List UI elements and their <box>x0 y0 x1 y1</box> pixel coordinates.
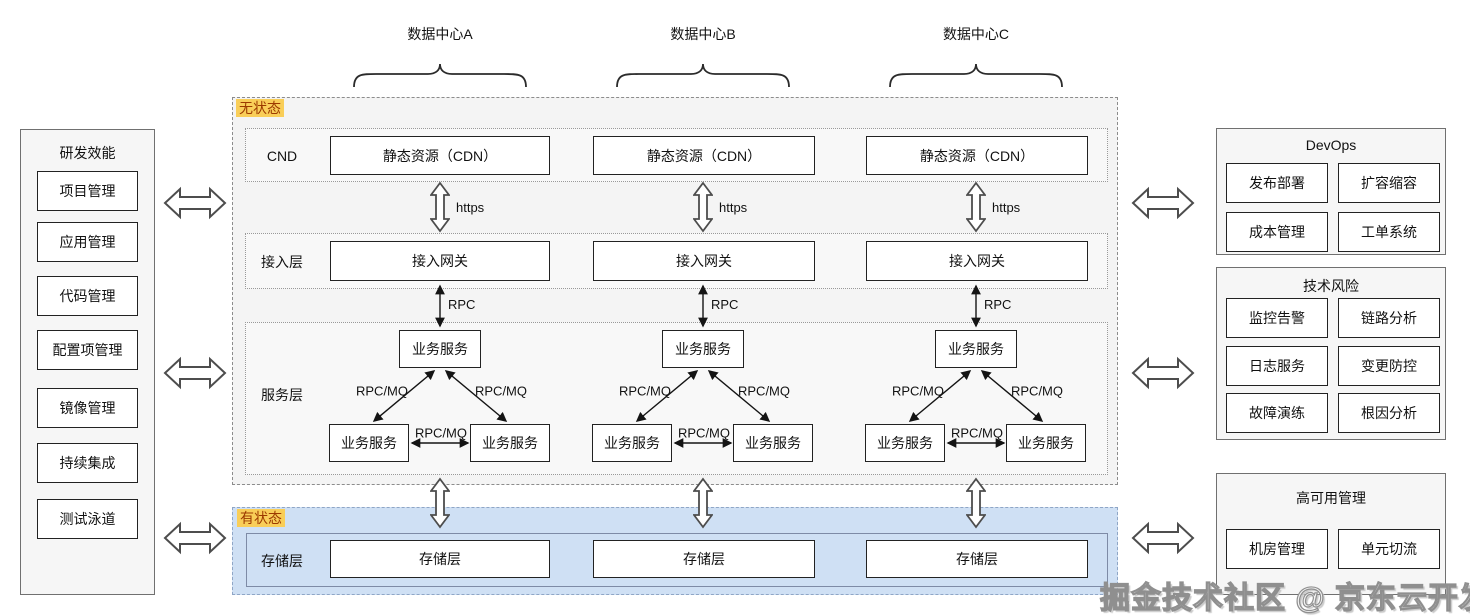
devops-item-cost: 成本管理 <box>1226 212 1328 252</box>
service-box-b-left: 业务服务 <box>592 424 672 462</box>
brace-datacenter-b <box>616 63 790 88</box>
storage-box-a: 存储层 <box>330 540 550 578</box>
https-label-b: https <box>719 200 748 215</box>
rpcmq-label-c-left: RPC/MQ <box>892 383 944 399</box>
cdn-row-label: CND <box>266 148 298 164</box>
ha-item-unit-switch: 单元切流 <box>1338 529 1440 569</box>
service-box-a-top: 业务服务 <box>399 330 481 368</box>
rpc-label-c: RPC <box>984 297 1012 312</box>
tech-risk-title: 技术风险 <box>1303 278 1359 294</box>
storage-box-b: 存储层 <box>593 540 815 578</box>
ha-item-idc: 机房管理 <box>1226 529 1328 569</box>
risk-item-trace: 链路分析 <box>1338 298 1440 338</box>
rpcmq-label-c-mid: RPC/MQ <box>951 425 1003 441</box>
rpcmq-label-b-mid: RPC/MQ <box>678 425 730 441</box>
right-link-arrow-icon-2 <box>1132 358 1194 388</box>
rpc-label-a: RPC <box>448 297 476 312</box>
rpcmq-label-a-left: RPC/MQ <box>356 383 408 399</box>
ha-title: 高可用管理 <box>1296 490 1366 506</box>
storage-box-c: 存储层 <box>866 540 1088 578</box>
rpcmq-label-a-mid: RPC/MQ <box>415 425 467 441</box>
brace-datacenter-a <box>353 63 527 88</box>
stateful-tag: 有状态 <box>237 509 285 527</box>
devops-item-scale: 扩容缩容 <box>1338 163 1440 203</box>
risk-item-change: 变更防控 <box>1338 346 1440 386</box>
left-link-arrow-icon-2 <box>164 358 226 388</box>
datacenter-b-label: 数据中心B <box>670 26 736 42</box>
risk-item-rootcause: 根因分析 <box>1338 393 1440 433</box>
gateway-box-a: 接入网关 <box>330 241 550 281</box>
watermark: 掘金技术社区 @ 京东云开发者 <box>1099 581 1470 615</box>
service-box-b-top: 业务服务 <box>662 330 744 368</box>
rd-item-test-lane: 测试泳道 <box>37 499 138 539</box>
service-row-label: 服务层 <box>261 387 303 403</box>
risk-item-log: 日志服务 <box>1226 346 1328 386</box>
rpcmq-label-b-left: RPC/MQ <box>619 383 671 399</box>
right-link-arrow-icon-1 <box>1132 188 1194 218</box>
rd-item-ci: 持续集成 <box>37 443 138 483</box>
stateless-tag: 无状态 <box>236 99 284 117</box>
left-link-arrow-icon-3 <box>164 523 226 553</box>
storage-row <box>246 533 1108 587</box>
rpcmq-label-b-right: RPC/MQ <box>738 383 790 399</box>
devops-item-release: 发布部署 <box>1226 163 1328 203</box>
rpcmq-label-c-right: RPC/MQ <box>1011 383 1063 399</box>
rd-item-image-mgmt: 镜像管理 <box>37 388 138 428</box>
service-box-c-top: 业务服务 <box>935 330 1017 368</box>
datacenter-c-label: 数据中心C <box>942 26 1010 42</box>
rd-item-app-mgmt: 应用管理 <box>37 222 138 262</box>
devops-title: DevOps <box>1305 137 1357 153</box>
service-box-a-right: 业务服务 <box>470 424 550 462</box>
rd-efficiency-title: 研发效能 <box>59 145 116 161</box>
rpc-label-b: RPC <box>711 297 739 312</box>
service-box-c-right: 业务服务 <box>1006 424 1086 462</box>
service-box-a-left: 业务服务 <box>329 424 409 462</box>
service-box-c-left: 业务服务 <box>865 424 945 462</box>
devops-item-ticket: 工单系统 <box>1338 212 1440 252</box>
brace-datacenter-c <box>889 63 1063 88</box>
access-row-label: 接入层 <box>261 254 303 270</box>
risk-item-drill: 故障演练 <box>1226 393 1328 433</box>
rd-item-config-mgmt: 配置项管理 <box>37 330 138 370</box>
left-link-arrow-icon-1 <box>164 188 226 218</box>
datacenter-a-label: 数据中心A <box>407 26 473 42</box>
cdn-box-c: 静态资源（CDN） <box>866 136 1088 175</box>
cdn-box-a: 静态资源（CDN） <box>330 136 550 175</box>
rd-item-code-mgmt: 代码管理 <box>37 276 138 316</box>
https-label-a: https <box>456 200 485 215</box>
cdn-box-b: 静态资源（CDN） <box>593 136 815 175</box>
rpcmq-label-a-right: RPC/MQ <box>475 383 527 399</box>
right-link-arrow-icon-3 <box>1132 523 1194 553</box>
gateway-box-c: 接入网关 <box>866 241 1088 281</box>
rd-item-project-mgmt: 项目管理 <box>37 171 138 211</box>
risk-item-monitor: 监控告警 <box>1226 298 1328 338</box>
gateway-box-b: 接入网关 <box>593 241 815 281</box>
service-box-b-right: 业务服务 <box>733 424 813 462</box>
storage-row-label: 存储层 <box>261 553 303 569</box>
https-label-c: https <box>992 200 1021 215</box>
